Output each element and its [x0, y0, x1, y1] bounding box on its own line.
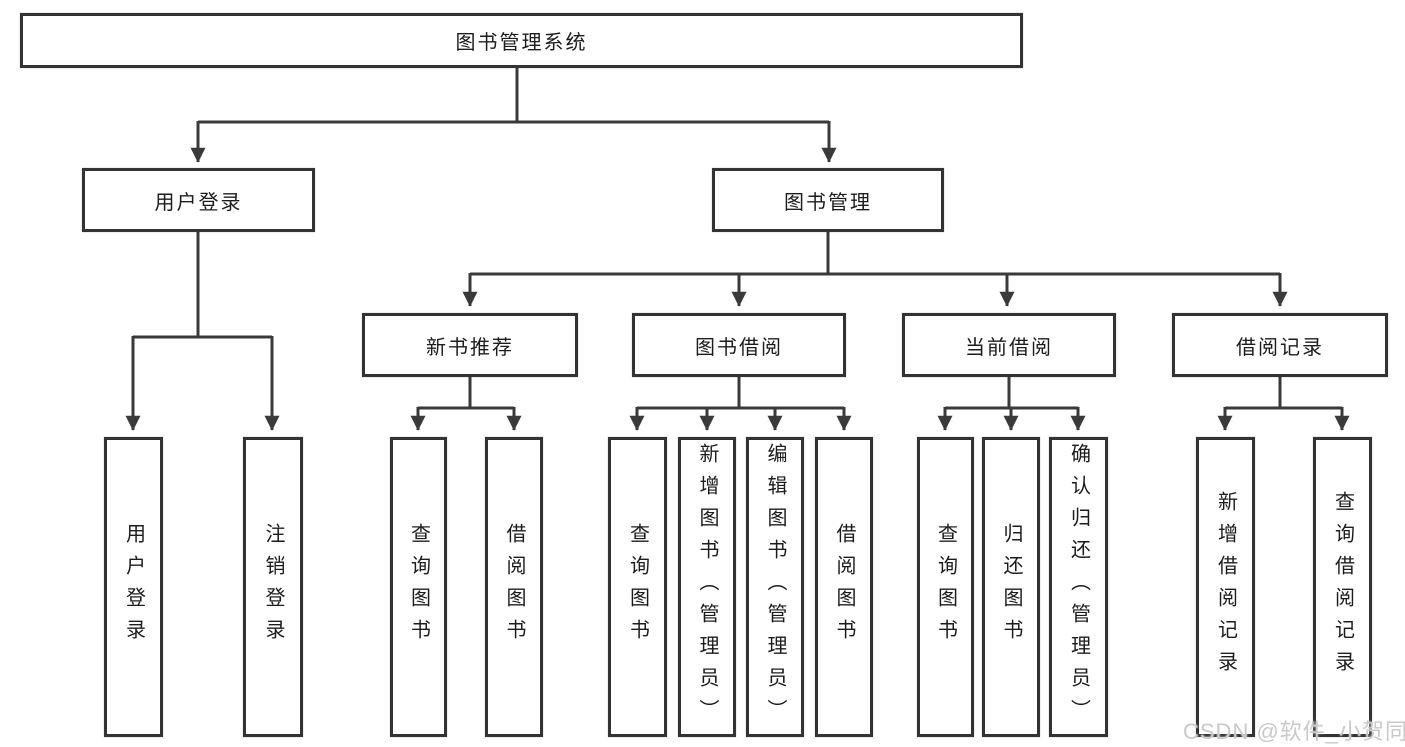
leaf-return-books-label: 归还图书 [1000, 523, 1022, 651]
node-root-system: 图书管理系统 [20, 13, 1023, 68]
leaf-edit-books-admin: 编辑图书（管理员） [746, 437, 804, 737]
leaf-borrow-query-books: 查询图书 [608, 437, 667, 737]
leaf-add-borrow-record-label: 新增借阅记录 [1214, 491, 1237, 683]
leaf-confirm-return-admin: 确认归还（管理员） [1049, 437, 1108, 737]
connector-user-login-to-leaves [125, 232, 280, 431]
leaf-user-login: 用户登录 [104, 437, 163, 737]
node-book-management: 图书管理 [712, 168, 944, 232]
leaf-add-borrow-record: 新增借阅记录 [1196, 437, 1255, 737]
leaf-query-borrow-record-label: 查询借阅记录 [1331, 491, 1354, 683]
connector-book-borrow-to-leaves [629, 377, 852, 431]
node-book-borrowing: 图书借阅 [632, 313, 846, 377]
leaf-logout: 注销登录 [243, 437, 303, 737]
connector-current-borrow-to-leaves [937, 377, 1086, 431]
leaf-borrow-books: 借阅图书 [815, 437, 873, 737]
connector-book-mgmt-to-level3 [462, 232, 1288, 307]
leaf-current-query-books: 查询图书 [917, 437, 974, 737]
leaf-newbook-borrow-books-label: 借阅图书 [503, 523, 525, 651]
node-new-book-recommend: 新书推荐 [362, 313, 578, 377]
leaf-newbook-borrow-books: 借阅图书 [485, 437, 543, 737]
leaf-edit-books-admin-label: 编辑图书（管理员） [764, 443, 786, 731]
leaf-return-books: 归还图书 [982, 437, 1040, 737]
leaf-borrow-query-books-label: 查询图书 [626, 523, 649, 651]
leaf-current-query-books-label: 查询图书 [934, 523, 957, 651]
leaf-query-borrow-record: 查询借阅记录 [1313, 437, 1372, 737]
node-user-login: 用户登录 [82, 168, 315, 232]
connector-root-to-level2 [190, 68, 837, 163]
connector-new-books-to-leaves [410, 377, 522, 431]
leaf-add-books-admin: 新增图书（管理员） [678, 437, 736, 737]
leaf-user-login-label: 用户登录 [122, 523, 145, 651]
leaf-borrow-books-label: 借阅图书 [833, 523, 855, 651]
leaf-logout-label: 注销登录 [262, 523, 284, 651]
leaf-newbook-query-books-label: 查询图书 [407, 523, 430, 651]
leaf-confirm-return-admin-label: 确认归还（管理员） [1067, 443, 1090, 731]
connector-borrow-records-to-leaves [1217, 377, 1350, 431]
node-current-borrowing: 当前借阅 [902, 313, 1116, 377]
leaf-newbook-query-books: 查询图书 [390, 437, 447, 737]
leaf-add-books-admin-label: 新增图书（管理员） [696, 443, 718, 731]
node-borrowing-records: 借阅记录 [1172, 313, 1388, 377]
csdn-watermark: CSDN @软件_小贺同学 [1183, 719, 1405, 744]
